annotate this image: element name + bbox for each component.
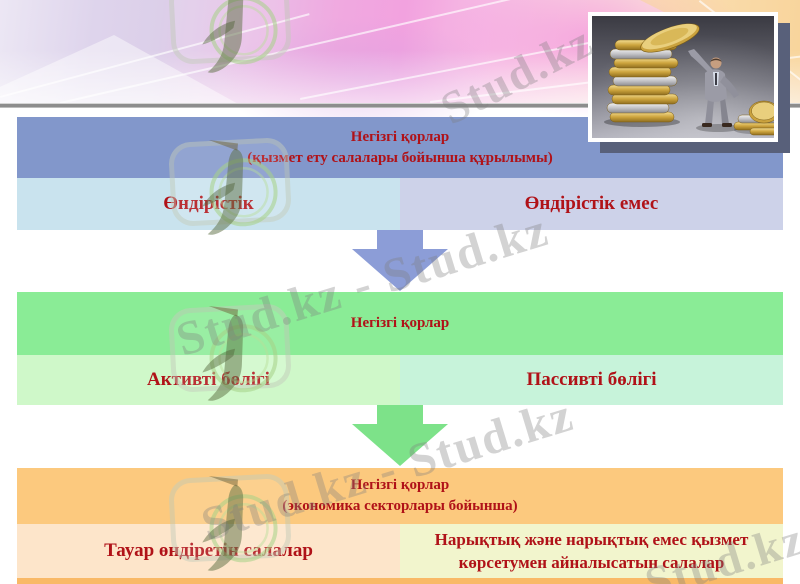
cell-label: Нарықтық және нарықтық емес қызмет көрсе… [434,530,749,572]
section-title: Негізгі қорлар [350,128,450,145]
section-title: Негізгі қорлар [350,477,450,493]
cell-label: Өндірістік емес [524,193,659,214]
cell-active-part: Активті бөлігі [17,355,400,405]
cell-label: Өндірістік [163,193,254,214]
section-subtitle: (экономика секторлары бойынша) [282,498,518,514]
man-with-coin-stack-photo [588,12,778,142]
cell-passive-part: Пассивті бөлігі [400,355,783,405]
cell-label: Пассивті бөлігі [526,369,657,390]
cell-production: Өндірістік [17,178,400,230]
arrow-stem [377,405,423,424]
section-subtitle: (қызмет ету салалары бойынша құрылымы) [247,149,553,166]
arrow-stem [377,230,423,249]
cell-non-production: Өндірістік емес [400,178,783,230]
divider-shade [0,107,800,108]
cell-label: Активті бөлігі [147,369,270,390]
section-title: Негізгі қорлар [350,315,450,331]
cell-goods-producing: Тауар өндіретін салалар [17,524,400,578]
arrow-head [352,249,448,291]
divider-highlight [0,103,800,104]
cell-market-services: Нарықтық және нарықтық емес қызмет көрсе… [400,524,783,578]
section-asset-parts-header: Негізгі қорлар [17,292,783,355]
arrow-head [352,424,448,466]
divider-line [0,104,800,107]
next-row-strip [17,578,783,584]
cell-label: Тауар өндіретін салалар [104,540,313,561]
section-economy-sectors-header: Негізгі қорлар (экономика секторлары бой… [17,468,783,524]
